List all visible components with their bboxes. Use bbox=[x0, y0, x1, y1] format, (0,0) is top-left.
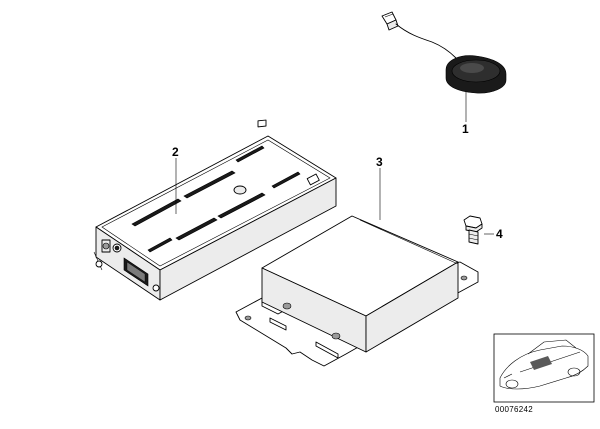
bracket-fasteners bbox=[244, 275, 468, 359]
antenna-puck bbox=[445, 55, 507, 94]
part-2-nav-computer[interactable]: 2 bbox=[93, 119, 337, 301]
part-1-antenna[interactable]: 1 bbox=[381, 11, 507, 136]
callout-1: 1 bbox=[462, 122, 469, 136]
callout-3: 3 bbox=[376, 155, 383, 169]
vehicle-thumbnail: 00076242 bbox=[493, 333, 595, 414]
nav-right-face bbox=[159, 177, 337, 301]
nav-boss bbox=[233, 185, 247, 195]
part-3-module-box[interactable]: 3 bbox=[235, 155, 479, 367]
callout-4: 4 bbox=[496, 227, 503, 241]
nav-front-connectors bbox=[93, 239, 160, 292]
callout-2: 2 bbox=[172, 145, 179, 159]
bolt-shank bbox=[468, 229, 479, 245]
diagram-ref-number: 00076242 bbox=[495, 405, 533, 414]
antenna-cable bbox=[395, 23, 457, 59]
box-right-face bbox=[365, 261, 459, 353]
nav-connector-slots bbox=[131, 145, 301, 253]
part-4-bolt[interactable]: 4 bbox=[463, 215, 503, 245]
antenna-plug bbox=[381, 11, 399, 31]
car-icon bbox=[499, 339, 589, 390]
